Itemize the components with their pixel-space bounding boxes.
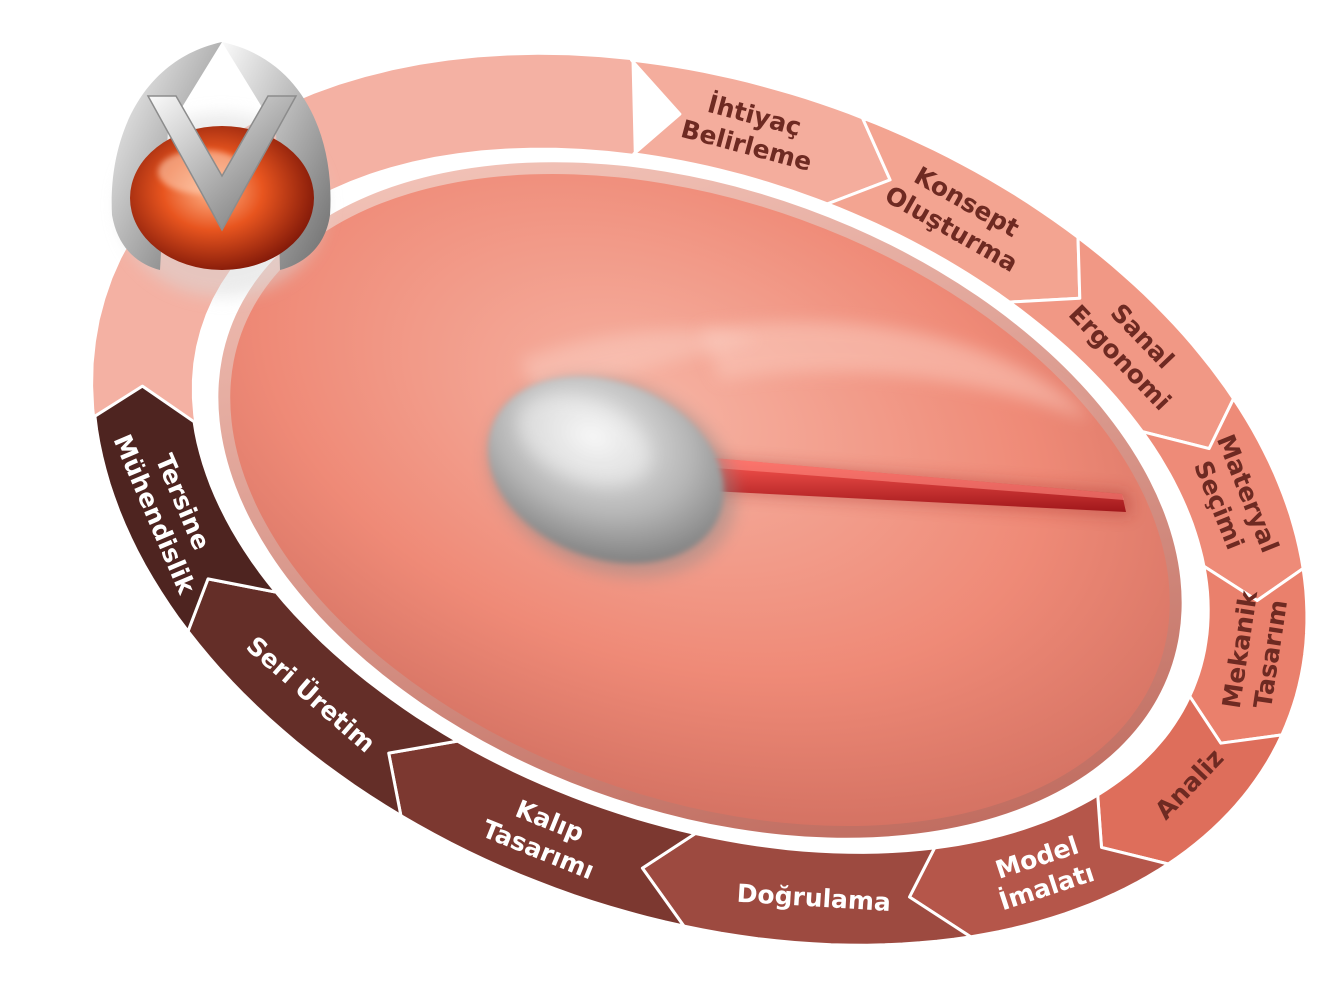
v-shield-logo-icon bbox=[111, 42, 331, 297]
ring-segment bbox=[93, 384, 278, 633]
gauge-needle-icon bbox=[488, 376, 1132, 578]
